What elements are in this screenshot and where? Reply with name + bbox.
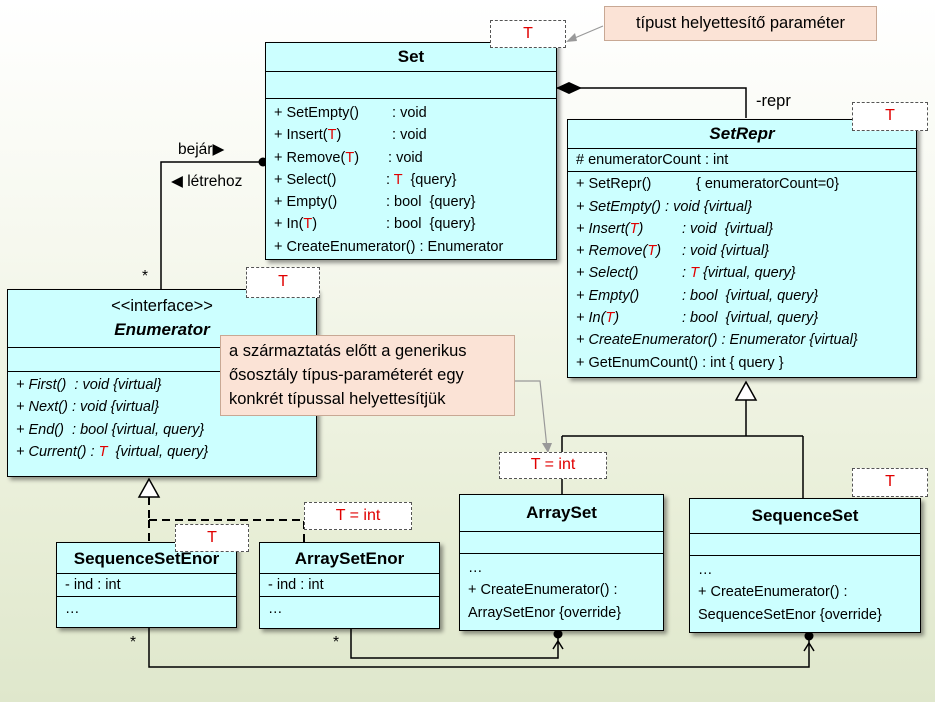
method-row: + Select(): T {query} xyxy=(274,171,457,188)
ellipsis: … xyxy=(698,562,713,578)
type-parameter-setrepr: T xyxy=(852,102,928,131)
class-setrepr[interactable]: SetRepr # enumeratorCount : int + SetRep… xyxy=(567,119,917,378)
composition-line xyxy=(556,87,747,118)
method-row: + End() : bool {virtual, query} xyxy=(16,421,205,438)
multiplicity-star: * xyxy=(130,634,137,651)
attributes-section xyxy=(266,71,556,98)
realization-enumerator xyxy=(148,497,305,542)
method-row: + Remove(T) : void xyxy=(274,149,423,166)
label-bejar: bejár▶ xyxy=(178,141,225,158)
stereotype: <<interface>> xyxy=(111,297,213,315)
multiplicity-star: * xyxy=(333,634,340,651)
method-row: + SetEmpty() : void {virtual} xyxy=(576,198,753,215)
method-row: + Insert(T) : void xyxy=(274,127,427,144)
methods-section: + SetEmpty() : void + Insert(T) : void +… xyxy=(266,98,556,258)
method-row: + In(T): bool {virtual, query} xyxy=(576,310,819,327)
inheritance-triangle-setrepr xyxy=(734,380,758,401)
note-inheritance: a származtatás előtt a generikus ősosztá… xyxy=(220,335,515,416)
class-title: ArraySetEnor xyxy=(294,549,405,568)
class-title: Set xyxy=(397,47,425,66)
association-dot xyxy=(553,629,563,639)
class-title: Enumerator xyxy=(114,320,210,339)
type-parameter-sequenceset: T xyxy=(852,468,928,497)
methods-section: … + CreateEnumerator() : SequenceSetEnor… xyxy=(690,555,920,626)
methods-section: … xyxy=(57,596,236,620)
class-arraysetenor[interactable]: ArraySetEnor - ind : int … xyxy=(259,542,440,629)
attributes-section: # enumeratorCount : int xyxy=(568,148,916,171)
realization-triangle-enumerator xyxy=(137,477,161,498)
assoc-arrayenor-arrayset xyxy=(350,629,559,659)
method-row: + GetEnumCount() : int { query } xyxy=(576,354,784,371)
class-set[interactable]: Set + SetEmpty() : void + Insert(T) : vo… xyxy=(265,42,557,260)
type-parameter-seqsetenor: T xyxy=(175,524,249,552)
composition-diamond xyxy=(556,82,582,94)
ellipsis: … xyxy=(65,601,80,618)
method-row: + Select(): T {virtual, query} xyxy=(576,265,796,282)
label-repr: -repr xyxy=(756,92,791,110)
type-parameter-enumerator: T xyxy=(246,267,320,298)
class-sequencesetenor[interactable]: SequenceSetEnor - ind : int … xyxy=(56,542,237,628)
class-sequenceset[interactable]: SequenceSet … + CreateEnumerator() : Seq… xyxy=(689,498,921,633)
method-row: + SetEmpty() : void xyxy=(274,105,427,121)
association-enumerator-set xyxy=(160,161,263,290)
note-type-parameter: típust helyettesítő paraméter xyxy=(604,6,877,41)
attributes-section: - ind : int xyxy=(57,573,236,596)
attribute-row: # enumeratorCount : int xyxy=(576,152,729,168)
ellipsis: … xyxy=(468,560,483,576)
note-pointer-inherit xyxy=(515,380,548,449)
method-row: + Insert(T): void {virtual} xyxy=(576,220,774,237)
method-row: + CreateEnumerator() : Enumerator xyxy=(274,238,504,255)
multiplicity-star: * xyxy=(142,268,149,285)
method-row: + First() : void {virtual} xyxy=(16,377,162,393)
method-row: + Current() : T {virtual, query} xyxy=(16,443,209,460)
note-line: konkrét típussal helyettesítjük xyxy=(229,390,446,408)
type-parameter-set: T xyxy=(490,20,566,48)
attributes-section xyxy=(8,347,316,371)
class-title: SequenceSetEnor xyxy=(73,549,220,568)
association-dot xyxy=(804,631,814,641)
attributes-section: - ind : int xyxy=(260,573,439,596)
attribute-row: - ind : int xyxy=(65,577,121,593)
methods-section: … xyxy=(260,596,439,620)
method-row: + Empty(): bool {virtual, query} xyxy=(576,287,819,304)
methods-section: … + CreateEnumerator() : ArraySetEnor {o… xyxy=(460,553,663,624)
ellipsis: … xyxy=(268,601,283,618)
method-row: + CreateEnumerator() : Enumerator {virtu… xyxy=(576,332,858,349)
method-row: + SetRepr(){ enumeratorCount=0} xyxy=(576,176,840,193)
right-triangle-icon: ▶ xyxy=(212,141,225,158)
assoc-seqenor-sequenceset xyxy=(148,628,810,668)
type-parameter-arrayset: T = int xyxy=(499,452,607,479)
method-row: ArraySetEnor {override} xyxy=(468,604,622,621)
method-row: + In(T): bool {query} xyxy=(274,216,476,233)
navigable-arrow xyxy=(552,639,564,650)
method-row: + Empty(): bool {query} xyxy=(274,194,476,211)
method-row: + CreateEnumerator() : xyxy=(468,582,618,599)
method-row: + Next() : void {virtual} xyxy=(16,399,160,416)
inheritance-setrepr xyxy=(561,400,804,500)
attributes-section xyxy=(460,531,663,553)
note-pointer-head xyxy=(566,33,577,42)
left-triangle-icon: ◀ xyxy=(171,173,183,190)
attributes-section xyxy=(690,533,920,555)
class-arrayset[interactable]: ArraySet … + CreateEnumerator() : ArrayS… xyxy=(459,494,664,631)
method-row: SequenceSetEnor {override} xyxy=(698,606,882,623)
method-row: + CreateEnumerator() : xyxy=(698,584,848,601)
note-line: ősosztály típus-paraméterét egy xyxy=(229,366,464,384)
type-parameter-arraysetenor: T = int xyxy=(304,502,412,530)
methods-section: + SetRepr(){ enumeratorCount=0} + SetEmp… xyxy=(568,171,916,374)
class-title: SetRepr xyxy=(709,124,775,143)
method-row: + Remove(T): void {virtual} xyxy=(576,243,770,260)
note-line: a származtatás előtt a generikus xyxy=(229,342,467,360)
methods-section: + First() : void {virtual} + Next() : vo… xyxy=(8,371,316,463)
attribute-row: - ind : int xyxy=(268,577,324,593)
class-header: <<interface>> Enumerator xyxy=(8,290,316,347)
label-letrehoz: ◀ létrehoz xyxy=(171,173,243,190)
note-pointer-head xyxy=(542,443,552,453)
class-title: ArraySet xyxy=(526,503,597,522)
class-title: SequenceSet xyxy=(751,506,859,525)
navigable-arrow xyxy=(803,641,815,652)
class-enumerator[interactable]: <<interface>> Enumerator + First() : voi… xyxy=(7,289,317,477)
